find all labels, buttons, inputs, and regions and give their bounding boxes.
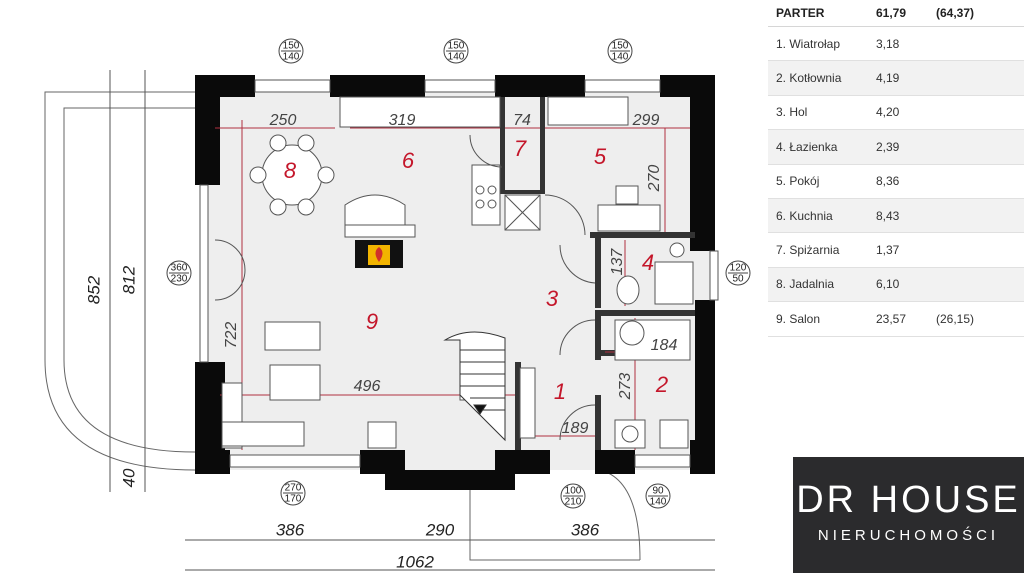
window-height: 230 (171, 274, 188, 285)
dimension-label: 137 (609, 248, 626, 276)
floor-plan: 1 2 3 4 5 6 7 8 9 250 319 74 299 270 137 184 273 189 496 7… (44, 38, 751, 571)
room-name: 4. Łazienka (776, 139, 838, 154)
interior-walls (500, 97, 695, 450)
dimension-label: 722 (223, 322, 240, 349)
room-number-5: 5 (594, 144, 607, 169)
window-height: 140 (650, 497, 667, 508)
window-width: 120 (730, 263, 747, 274)
room-labels: 1 2 3 4 5 6 7 8 9 (284, 136, 668, 404)
table-header-row: PARTER 61,79 (64,37) (768, 0, 1024, 27)
room-name: 1. Wiatrołap (776, 36, 841, 51)
room-name: 3. Hol (776, 105, 808, 120)
table-row: 1. Wiatrołap 3,18 (768, 27, 1024, 62)
logo-subtitle: NIERUCHOMOŚCI (817, 527, 1000, 544)
room-name: 9. Salon (776, 311, 821, 326)
room-name: 5. Pokój (776, 174, 820, 189)
overall-dimension-label: 40 (119, 468, 138, 487)
dimension-label: 189 (562, 420, 589, 437)
room-alt-area: (26,15) (936, 311, 975, 326)
room-area: 3,18 (876, 36, 900, 51)
dimension-label: 184 (651, 337, 678, 354)
room-number-2: 2 (655, 372, 668, 397)
dimension-label: 496 (354, 378, 381, 395)
room-name: 7. Spiżarnia (776, 243, 840, 258)
header-alt-area: (64,37) (936, 6, 975, 20)
overall-dimension-label: 290 (425, 520, 455, 539)
window-markers: 1501401501401501403602301205027017010021… (166, 38, 751, 509)
window-width: 270 (285, 483, 302, 494)
window-height: 140 (448, 52, 465, 63)
dimension-label: 250 (269, 112, 297, 129)
room-name: 2. Kotłownia (776, 71, 842, 86)
room-number-6: 6 (402, 148, 415, 173)
table-row: 5. Pokój 8,36 (768, 165, 1024, 199)
table-row: 9. Salon 23,57 (26,15) (768, 302, 1024, 337)
room-number-1: 1 (554, 379, 566, 404)
table-row: 7. Spiżarnia 1,37 (768, 233, 1024, 268)
room-area-table: PARTER 61,79 (64,37) 1. Wiatrołap 3,18 2. … (768, 0, 1024, 337)
table-row: 4. Łazienka 2,39 (768, 130, 1024, 165)
window-height: 50 (732, 274, 744, 285)
table-row: 2. Kotłownia 4,19 (768, 61, 1024, 96)
header-area: 61,79 (876, 6, 907, 20)
door-swings (214, 134, 596, 441)
window-width: 150 (283, 41, 300, 52)
room-area: 6,10 (876, 277, 900, 292)
dimension-label: 319 (389, 112, 416, 129)
window-height: 140 (283, 52, 300, 63)
window-openings (199, 79, 719, 468)
room-number-7: 7 (514, 136, 527, 161)
room-area: 8,43 (876, 208, 900, 223)
room-number-9: 9 (366, 309, 378, 334)
table-row: 8. Jadalnia 6,10 (768, 267, 1024, 303)
window-width: 90 (652, 486, 664, 497)
overall-dimension-label: 386 (276, 520, 305, 539)
window-height: 170 (285, 494, 302, 505)
window-width: 150 (448, 41, 465, 52)
room-area: 2,39 (876, 139, 900, 154)
room-area: 4,19 (876, 71, 900, 86)
room-area: 4,20 (876, 105, 900, 120)
room-area: 1,37 (876, 243, 900, 258)
room-area: 8,36 (876, 174, 900, 189)
table-row: 6. Kuchnia 8,43 (768, 198, 1024, 234)
window-width: 150 (612, 41, 629, 52)
room-number-8: 8 (284, 158, 297, 183)
table-row: 3. Hol 4,20 (768, 96, 1024, 131)
room-area: 23,57 (876, 311, 907, 326)
dimension-label: 74 (513, 112, 531, 129)
dr-house-logo: DR HOUSE NIERUCHOMOŚCI (793, 457, 1024, 573)
window-height: 210 (565, 497, 582, 508)
dimension-label: 299 (632, 112, 660, 129)
window-height: 140 (612, 52, 629, 63)
logo-mark: DR HOUSE (796, 479, 1021, 521)
room-number-3: 3 (546, 286, 559, 311)
exterior-walls (195, 75, 715, 490)
window-width: 360 (171, 263, 188, 274)
fireplace-icon (355, 240, 403, 268)
overall-dimension-label: 812 (119, 265, 138, 294)
overall-dimension-label: 852 (84, 275, 103, 304)
dimension-label: 273 (617, 373, 634, 401)
room-name: 6. Kuchnia (776, 208, 833, 223)
overall-dimension-lines (109, 70, 715, 571)
staircase (443, 331, 506, 442)
header-name: PARTER (776, 6, 825, 20)
overall-dimension-label: 386 (571, 520, 600, 539)
room-name: 8. Jadalnia (776, 277, 835, 292)
overall-dimension-label: 1062 (396, 552, 434, 571)
room-number-4: 4 (642, 250, 654, 275)
window-width: 100 (565, 486, 582, 497)
overall-dimensions: 852 812 40 386 290 386 1062 (84, 265, 599, 571)
dimension-label: 270 (646, 165, 663, 193)
